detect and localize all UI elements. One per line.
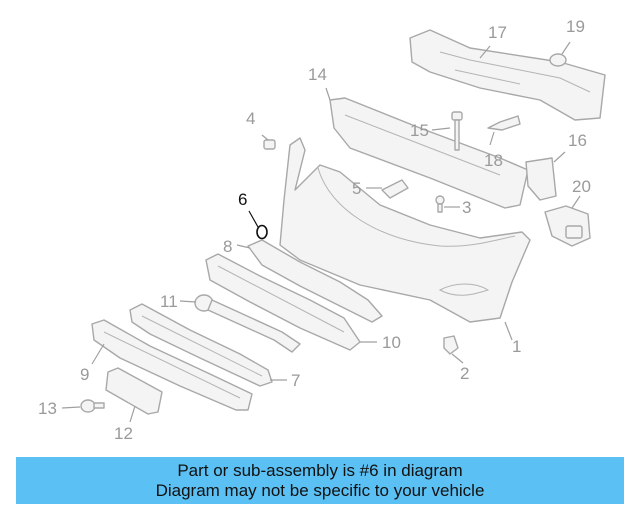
part-screw-18 [487,115,521,131]
callout-11: 11 [160,292,178,311]
part-absorber [329,97,529,209]
callout-5: 5 [352,179,362,198]
callout-18: 18 [484,151,503,170]
part-sensor-20 [544,205,591,247]
callout-2: 2 [460,364,470,383]
callout-7: 7 [291,371,301,390]
callout-12: 12 [114,424,133,443]
part-bracket-16 [525,157,557,201]
part-o-ring-6 [256,224,268,240]
part-nut-2 [443,335,459,355]
callout-9: 9 [80,365,90,384]
part-upper-grille-8 [247,239,383,323]
callout-4: 4 [246,109,256,128]
part-clip-19 [549,53,567,67]
callout-3: 3 [462,198,472,217]
banner-line-disclaimer: Diagram may not be specific to your vehi… [155,481,485,500]
part-lamp-11 [194,294,301,353]
callout-6: 6 [238,190,248,209]
parts-diagram [61,29,606,423]
part-retainer-4 [263,139,276,150]
callout-15: 15 [410,121,429,140]
callout-19: 19 [566,17,585,36]
callout-13: 13 [38,399,57,418]
leader-lines [61,41,581,423]
callout-1: 1 [512,337,522,356]
part-reflector-5 [381,179,409,199]
part-screw-13 [80,399,105,413]
callout-14: 14 [308,65,327,84]
callout-20: 20 [572,177,591,196]
part-license-bracket-12 [105,367,163,415]
callout-16: 16 [568,131,587,150]
callout-17: 17 [488,23,507,42]
callout-10: 10 [382,333,401,352]
part-pin-3 [435,195,445,213]
part-bumper-cover [279,137,531,323]
part-reinforcement [409,29,606,121]
part-trim-9 [91,319,253,411]
info-banner: Part or sub-assembly is #6 in diagram Di… [16,457,624,504]
part-bolt-15 [451,111,463,151]
part-lower-grille-7 [129,303,273,387]
callout-8: 8 [223,237,233,256]
banner-line-part: Part or sub-assembly is #6 in diagram [177,461,463,480]
